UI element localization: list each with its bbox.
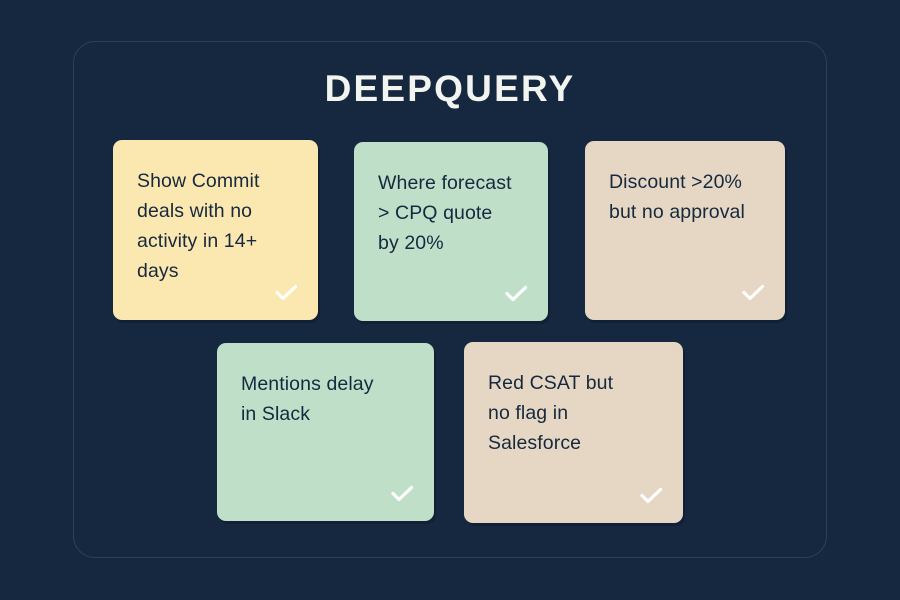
query-card-label: Red CSAT but no flag in Salesforce <box>488 372 614 454</box>
check-icon <box>640 487 663 504</box>
board-panel-outline <box>73 41 827 558</box>
check-icon <box>742 284 765 301</box>
query-card-label: Mentions delay in Slack <box>241 373 374 425</box>
check-icon <box>391 485 414 502</box>
check-icon <box>505 285 528 302</box>
page-title: DEEPQUERY <box>324 68 576 109</box>
query-card-red-csat-no-flag[interactable]: Red CSAT but no flag in Salesforce <box>464 342 683 523</box>
query-card-label: Where forecast > CPQ quote by 20% <box>378 172 512 254</box>
query-card-mentions-delay-slack[interactable]: Mentions delay in Slack <box>217 343 434 521</box>
query-card-label: Show Commit deals with no activity in 14… <box>137 170 260 282</box>
check-icon <box>275 284 298 301</box>
query-card-forecast-vs-cpq-quote[interactable]: Where forecast > CPQ quote by 20% <box>354 142 548 321</box>
query-card-show-commit-deals[interactable]: Show Commit deals with no activity in 14… <box>113 140 318 320</box>
query-card-label: Discount >20% but no approval <box>609 171 745 223</box>
query-card-discount-no-approval[interactable]: Discount >20% but no approval <box>585 141 785 320</box>
